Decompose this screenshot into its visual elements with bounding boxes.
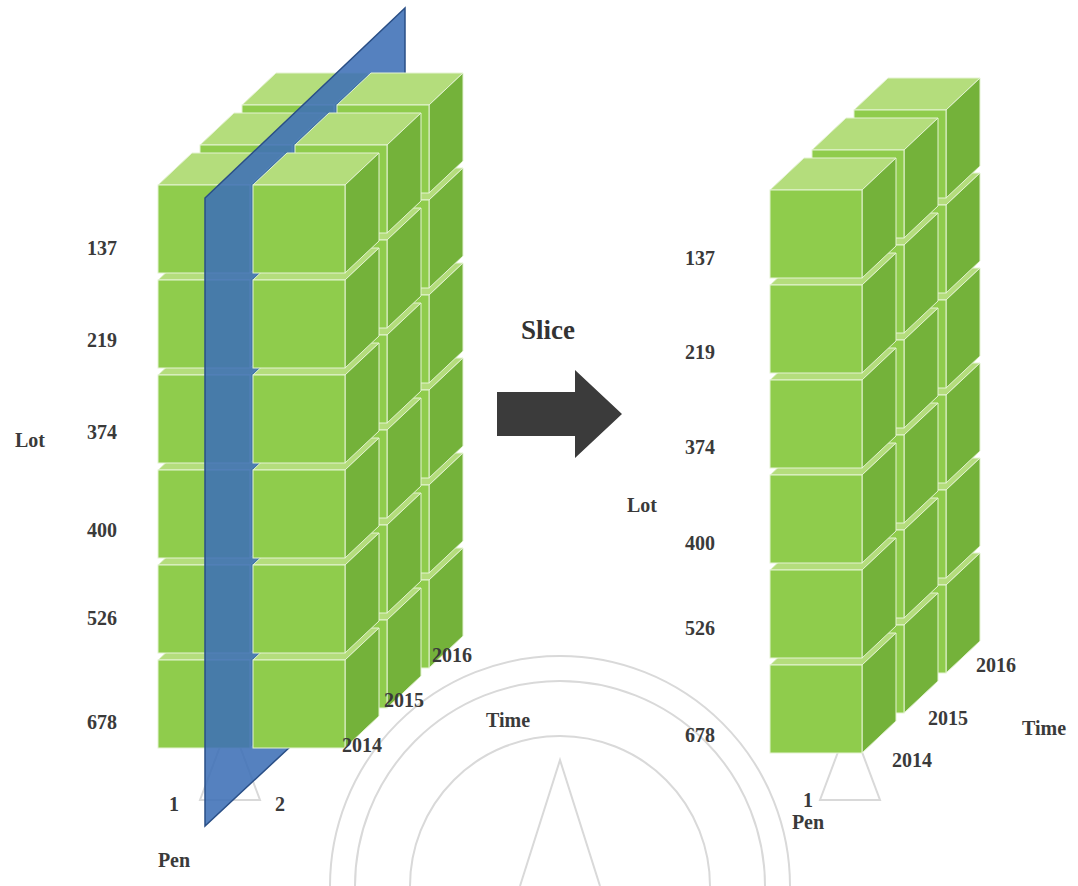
axis-value: 1 (169, 793, 179, 816)
slice-arrow (497, 370, 622, 458)
axis-value: 2014 (342, 734, 382, 757)
axis-value: 2014 (892, 749, 932, 772)
axis-title: Pen (158, 849, 190, 872)
axis-value: 219 (87, 329, 117, 352)
watermark-seal (200, 656, 880, 886)
axis-title: Lot (15, 429, 45, 452)
axis-value: 1 (803, 789, 813, 812)
data-cube (770, 158, 896, 278)
axis-value: 2 (275, 793, 285, 816)
axis-value: 137 (685, 247, 715, 270)
axis-value: 374 (685, 436, 715, 459)
axis-value: 678 (685, 724, 715, 747)
axis-value: 2015 (384, 689, 424, 712)
axis-value: 678 (87, 711, 117, 734)
axis-title: Lot (627, 494, 657, 517)
operation-label: Slice (521, 315, 575, 346)
axis-value: 219 (685, 341, 715, 364)
axis-title: Time (1022, 717, 1066, 740)
axis-value: 400 (87, 519, 117, 542)
axis-title: Pen (792, 811, 824, 834)
axis-value: 400 (685, 532, 715, 555)
axis-value: 137 (87, 237, 117, 260)
axis-title: Time (486, 709, 530, 732)
axis-value: 526 (87, 607, 117, 630)
axis-value: 526 (685, 617, 715, 640)
data-cube (253, 153, 379, 273)
axis-value: 2016 (976, 654, 1016, 677)
axis-value: 2015 (928, 707, 968, 730)
axis-value: 2016 (432, 644, 472, 667)
axis-value: 374 (87, 421, 117, 444)
